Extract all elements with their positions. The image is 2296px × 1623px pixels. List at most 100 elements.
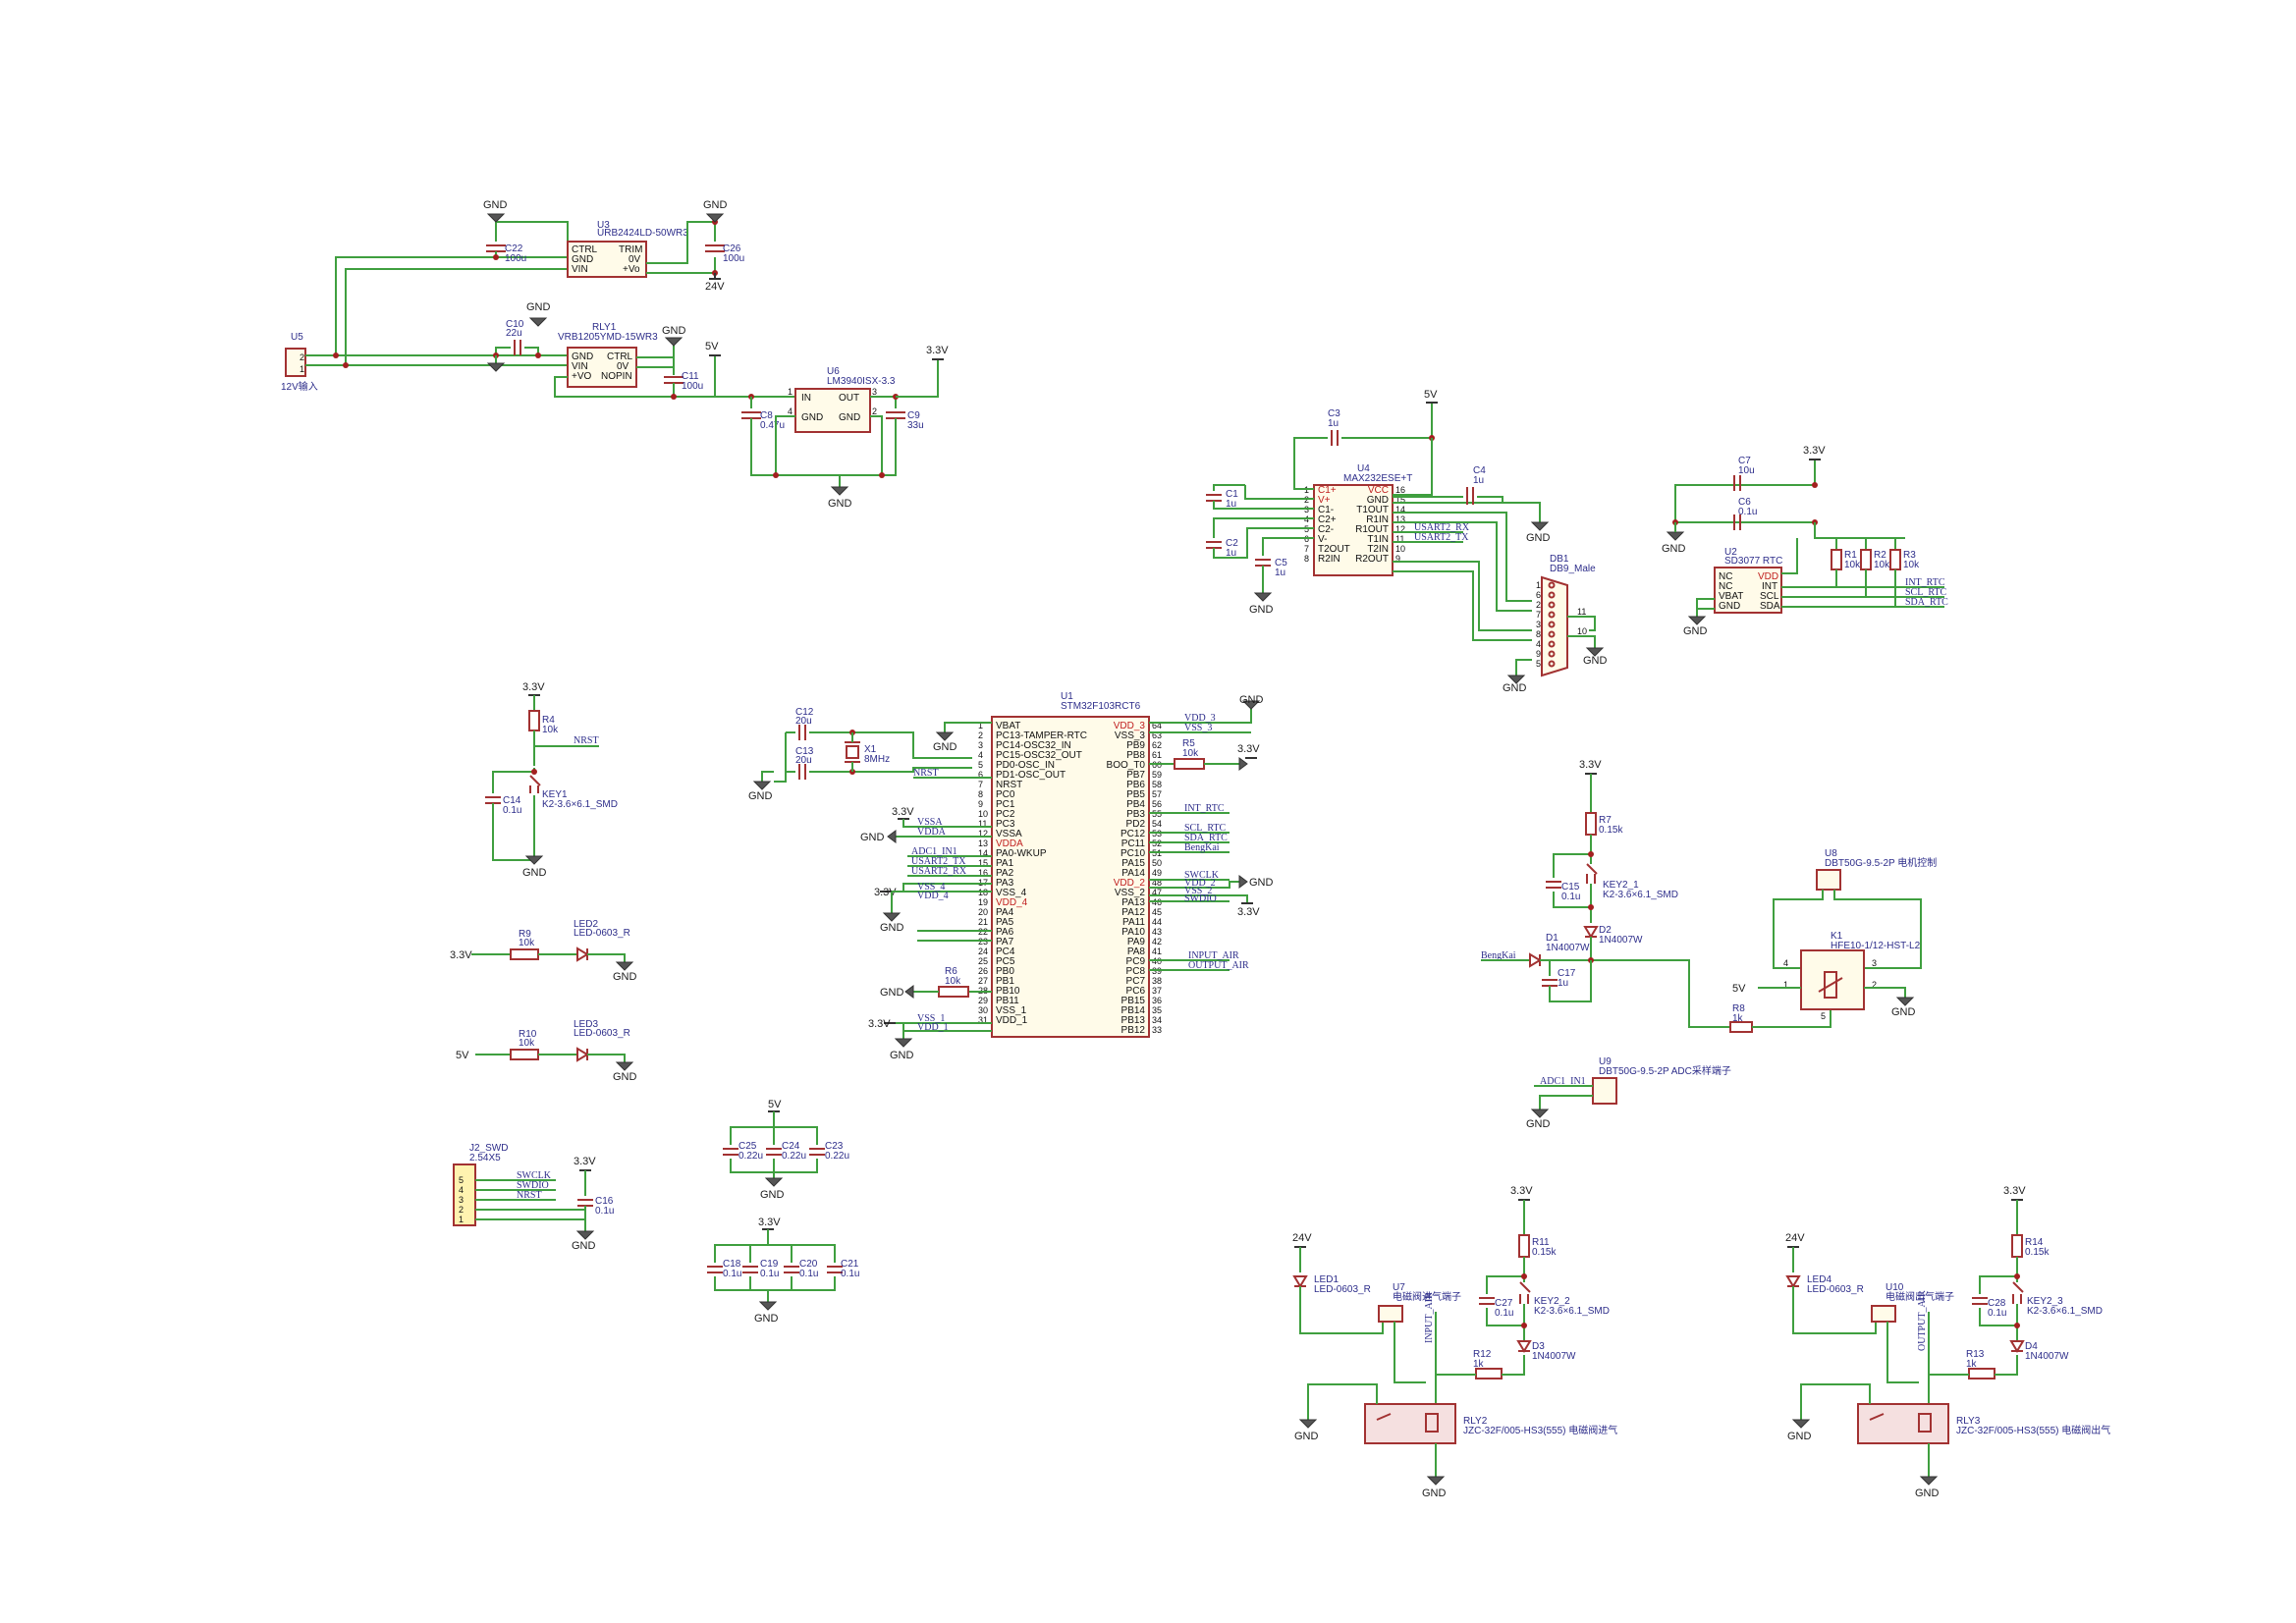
c12-value: 20u <box>795 716 812 727</box>
net-nrst: NRST <box>574 735 599 746</box>
r1-ref: R1 <box>1844 550 1857 561</box>
v5-label: 5V <box>768 1099 782 1110</box>
u3-value: URB2424LD-50WR3 <box>597 228 688 239</box>
r4-ref: R4 <box>542 715 555 726</box>
u1-pin-num-left: 13 <box>978 839 988 848</box>
u5-pin1: 1 <box>300 364 304 374</box>
u1-pin-left: PA0-WKUP <box>996 848 1047 859</box>
k1-pin5: 5 <box>1821 1011 1826 1021</box>
c21-value: 0.1u <box>841 1269 859 1279</box>
key2-3-ref: KEY2_3 <box>2027 1296 2063 1307</box>
db1-pin-num: 1 <box>1536 580 1541 590</box>
u1-pin-num-left: 30 <box>978 1005 988 1015</box>
u1-pin-num-right: 63 <box>1152 730 1162 740</box>
v33-label: 3.3V <box>868 1018 891 1030</box>
u1-pin-num-left: 26 <box>978 966 988 976</box>
u4-pin-left: C2- <box>1318 524 1334 535</box>
u1-pin-left: PA5 <box>996 917 1014 928</box>
u2-pin-int: INT <box>1762 581 1777 592</box>
db1-value: DB9_Male <box>1550 564 1596 574</box>
u1-pin-num-left: 5 <box>978 760 983 770</box>
u4-pin-num-left: 8 <box>1304 554 1309 564</box>
u1-pin-right: PC10 <box>1121 848 1145 859</box>
db1-pin-contact <box>1548 640 1556 648</box>
u1-pin-left: PA4 <box>996 907 1014 918</box>
db1-pin-num: 4 <box>1536 639 1541 649</box>
v5-label: 5V <box>1732 983 1746 995</box>
decoupling-section: 5V GND C25 0.22u C24 0.22u C23 0.22u 3.3… <box>707 1099 859 1325</box>
u2-value: SD3077 RTC <box>1724 556 1782 567</box>
u1-pin-num-right: 50 <box>1152 858 1162 868</box>
u1-pin-right: PC12 <box>1121 829 1145 839</box>
c9-value: 33u <box>907 420 924 431</box>
u1-pin-left: VDD_4 <box>996 897 1028 908</box>
r3-ref: R3 <box>1903 550 1916 561</box>
net-u1-nrst: NRST <box>913 768 939 779</box>
net-vssa: VSSA <box>917 817 943 828</box>
d2-ref: D2 <box>1599 925 1612 936</box>
rly1-pin-vin: VIN <box>572 361 588 372</box>
u2-pin-vbat: VBAT <box>1719 591 1743 602</box>
u1-pin-right: PC9 <box>1126 956 1146 967</box>
u1-pin-num-right: 62 <box>1152 740 1162 750</box>
solenoid-out-section: 24V LED4 LED-0603_R U10 电磁阀出气端子 OUTPUT_A… <box>1785 1185 2110 1499</box>
u1-pin-right: PB9 <box>1126 740 1145 751</box>
u6-ref: U6 <box>827 366 840 377</box>
u4-pin-left: C1- <box>1318 505 1334 515</box>
r6-ref: R6 <box>945 966 957 977</box>
u1-pin-num-right: 35 <box>1152 1005 1162 1015</box>
v33-label: 3.3V <box>522 681 545 693</box>
u4-pin-left: C2+ <box>1318 514 1337 525</box>
u10-ref: U10 <box>1886 1282 1904 1293</box>
r10-value: 10k <box>519 1038 535 1049</box>
u5-label: 12V输入 <box>281 380 318 393</box>
u1-pin-left: PC2 <box>996 809 1015 820</box>
u1-pin-left: PC5 <box>996 956 1015 967</box>
u1-pin-left: PC1 <box>996 799 1015 810</box>
db1-pin-contact <box>1548 621 1556 628</box>
u1-pin-num-left: 10 <box>978 809 988 819</box>
u1-pin-left: PB10 <box>996 986 1020 997</box>
u1-pin-right: VDD_3 <box>1114 721 1146 731</box>
u1-pin-num-left: 2 <box>978 730 983 740</box>
v33-label: 3.3V <box>892 806 914 818</box>
d3-ref: D3 <box>1532 1341 1545 1352</box>
led4-value: LED-0603_R <box>1807 1284 1864 1295</box>
net-vdd3: VDD_3 <box>1184 713 1216 724</box>
r6-value: 10k <box>945 976 961 987</box>
u1-pin-num-left: 21 <box>978 917 988 927</box>
rly1-pin-vo: +VO <box>572 371 592 382</box>
u1-pin-left: PB0 <box>996 966 1014 977</box>
v24-label: 24V <box>705 281 725 293</box>
r7-ref: R7 <box>1599 815 1612 826</box>
u1-ref: U1 <box>1061 691 1073 702</box>
u1-pin-right: PB15 <box>1121 996 1146 1006</box>
led-section: 3.3V GND R9 10k LED2 LED-0603_R 5V GND R… <box>450 919 637 1083</box>
u1-pin-right: PD2 <box>1126 819 1146 830</box>
u2-pin-scl: SCL <box>1760 591 1779 602</box>
c7-value: 10u <box>1738 465 1755 476</box>
u4-pin-right: R2OUT <box>1355 554 1389 565</box>
net-u1-int-rtc: INT_RTC <box>1184 803 1225 814</box>
u1-pin-num-right: 45 <box>1152 907 1162 917</box>
u4-pin-num-right: 11 <box>1395 534 1404 544</box>
net-usart2-rx: USART2_RX <box>1414 522 1470 533</box>
gnd-label: GND <box>1915 1488 1940 1499</box>
r8-value: 1k <box>1732 1013 1744 1024</box>
u2-ref: U2 <box>1724 547 1737 558</box>
u1-pin-num-right: 42 <box>1152 937 1162 947</box>
db1-pin-num: 8 <box>1536 629 1541 639</box>
db1-pin-num: 3 <box>1536 620 1541 629</box>
net-u1-usart2-rx: USART2_RX <box>911 866 967 877</box>
u1-pin-left: PC13-TAMPER-RTC <box>996 730 1087 741</box>
v5-label: 5V <box>705 341 719 352</box>
db1-ref: DB1 <box>1550 554 1569 565</box>
c4-value: 1u <box>1473 475 1484 486</box>
gnd-label: GND <box>1503 682 1527 694</box>
c27-ref: C27 <box>1495 1298 1513 1309</box>
db1-body <box>1541 575 1568 677</box>
u7-body <box>1378 1305 1403 1323</box>
net-adc1-in1: ADC1_IN1 <box>911 846 957 857</box>
c19-ref: C19 <box>760 1259 779 1270</box>
